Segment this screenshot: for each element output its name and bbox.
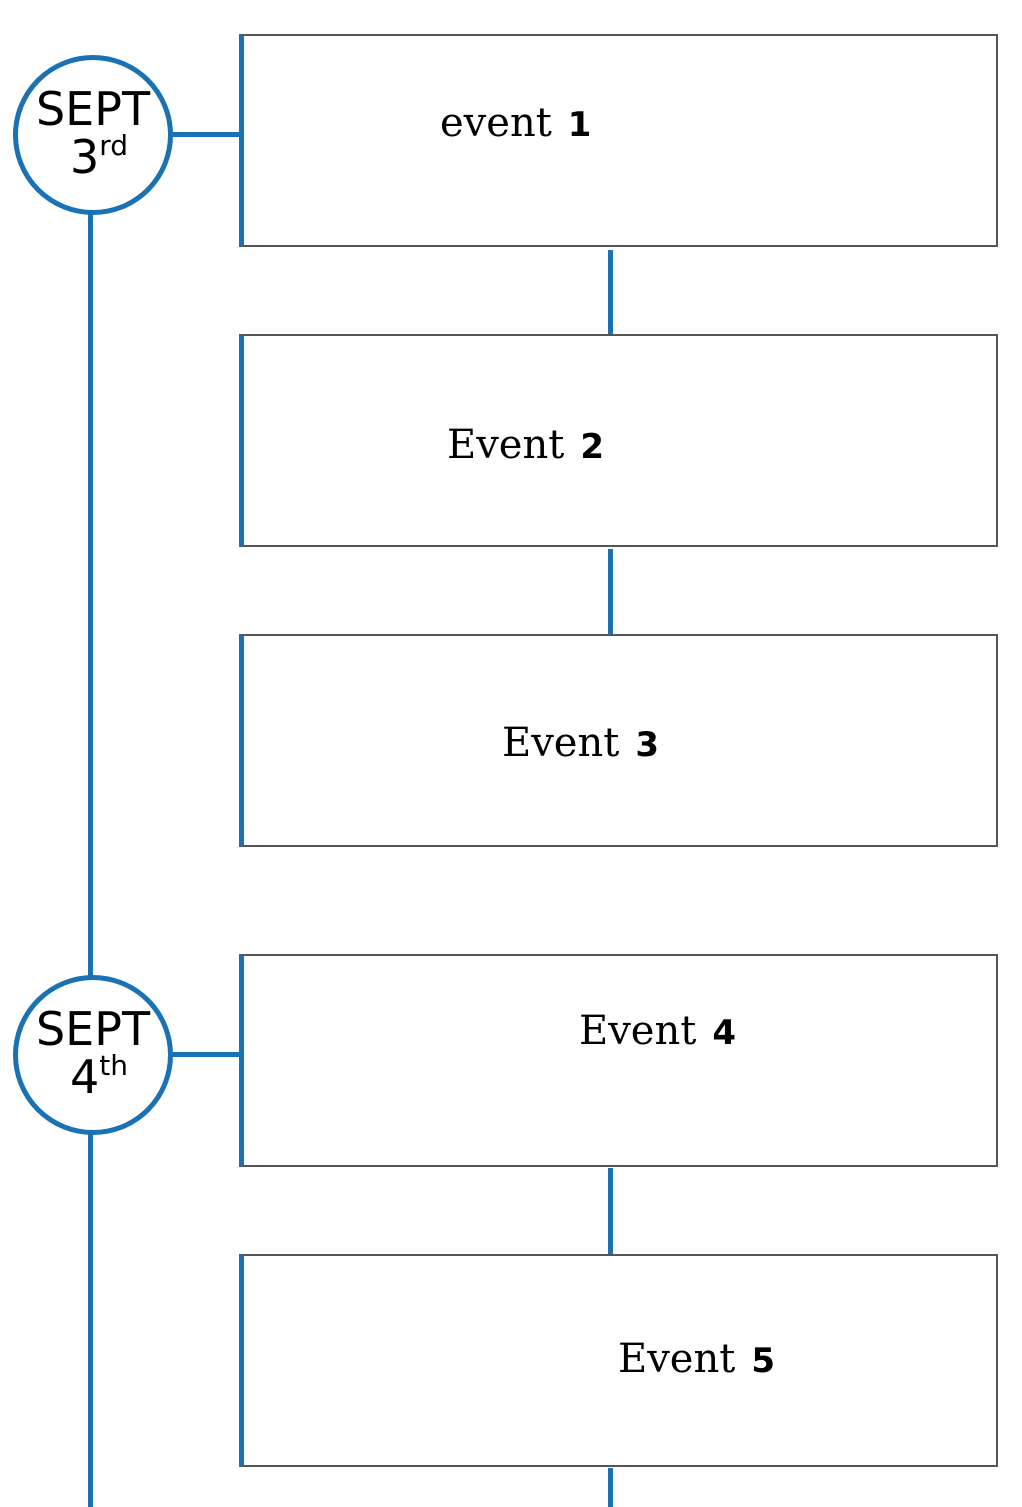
event-connector-3	[608, 1168, 613, 1256]
event-box-5: Event 5	[239, 1254, 998, 1467]
event-word: Event	[579, 1008, 697, 1054]
event-connector-2	[608, 549, 613, 636]
date-day-number: 3	[69, 130, 100, 184]
date-connector-2	[170, 1052, 241, 1057]
date-day: 4th	[70, 1052, 128, 1101]
event-label: Event 4	[579, 1008, 736, 1054]
event-box-4: Event 4	[239, 954, 998, 1167]
date-marker-1: SEPT 3rd	[13, 55, 173, 215]
date-day-suffix: th	[99, 1049, 128, 1082]
date-marker-2: SEPT 4th	[13, 975, 173, 1135]
event-number: 5	[751, 1341, 775, 1381]
event-box-2: Event 2	[239, 334, 998, 547]
event-box-3: Event 3	[239, 634, 998, 847]
date-connector-1	[170, 132, 241, 137]
event-connector-1	[608, 250, 613, 336]
date-month: SEPT	[35, 1002, 151, 1056]
date-day-suffix: rd	[99, 129, 129, 162]
date-month: SEPT	[35, 82, 151, 136]
event-label: event 1	[440, 100, 591, 146]
event-word: Event	[447, 422, 565, 468]
event-number: 3	[635, 725, 659, 765]
event-connector-4	[608, 1468, 613, 1507]
event-word: Event	[618, 1336, 736, 1382]
event-label: Event 3	[502, 720, 659, 766]
event-label: Event 2	[447, 422, 604, 468]
event-word: Event	[502, 720, 620, 766]
event-number: 1	[567, 105, 592, 145]
event-label: Event 5	[618, 1336, 775, 1382]
date-day: 3rd	[70, 132, 128, 181]
event-number: 2	[580, 427, 604, 467]
timeline-spine	[88, 210, 93, 1507]
event-number: 4	[712, 1013, 736, 1053]
event-box-1: event 1	[239, 34, 998, 247]
date-day-number: 4	[69, 1050, 100, 1104]
event-word: event	[440, 100, 552, 146]
